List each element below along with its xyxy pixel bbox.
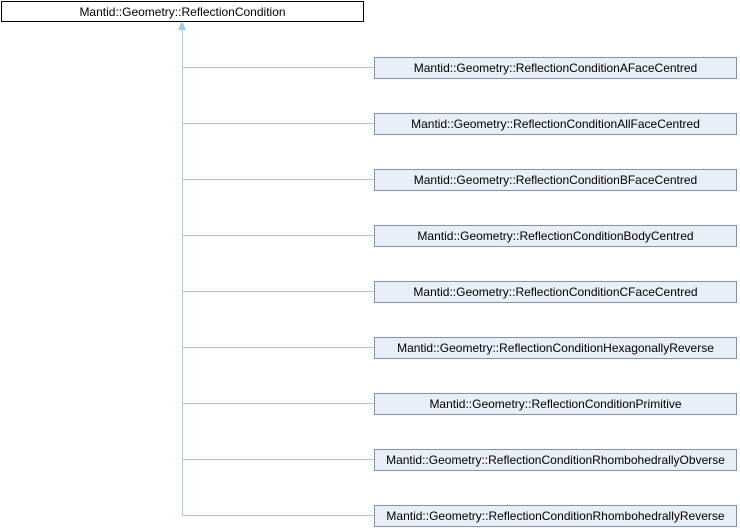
connector-branch-line (183, 459, 374, 460)
connector-branch-line (183, 347, 374, 348)
connector-branch-line (183, 403, 374, 404)
connector-branch-line (183, 123, 374, 124)
base-class-node[interactable]: Mantid::Geometry::ReflectionCondition (1, 1, 364, 22)
derived-class-node[interactable]: Mantid::Geometry::ReflectionConditionBod… (374, 225, 737, 247)
connector-trunk-line (182, 29, 183, 516)
connector-branch-line (183, 179, 374, 180)
connector-branch-line (183, 235, 374, 236)
connector-branch-line (183, 67, 374, 68)
connector-branch-line (183, 291, 374, 292)
inheritance-arrow-icon (178, 21, 186, 30)
derived-class-node[interactable]: Mantid::Geometry::ReflectionConditionHex… (374, 337, 737, 359)
connector-branch-line (183, 515, 374, 516)
derived-class-node[interactable]: Mantid::Geometry::ReflectionConditionBFa… (374, 169, 737, 191)
derived-class-node[interactable]: Mantid::Geometry::ReflectionConditionPri… (374, 393, 737, 415)
derived-class-node[interactable]: Mantid::Geometry::ReflectionConditionCFa… (374, 281, 737, 303)
derived-class-node[interactable]: Mantid::Geometry::ReflectionConditionAFa… (374, 57, 737, 79)
derived-class-node[interactable]: Mantid::Geometry::ReflectionConditionRho… (374, 449, 737, 471)
derived-class-node[interactable]: Mantid::Geometry::ReflectionConditionAll… (374, 113, 737, 135)
derived-class-node[interactable]: Mantid::Geometry::ReflectionConditionRho… (374, 505, 737, 527)
